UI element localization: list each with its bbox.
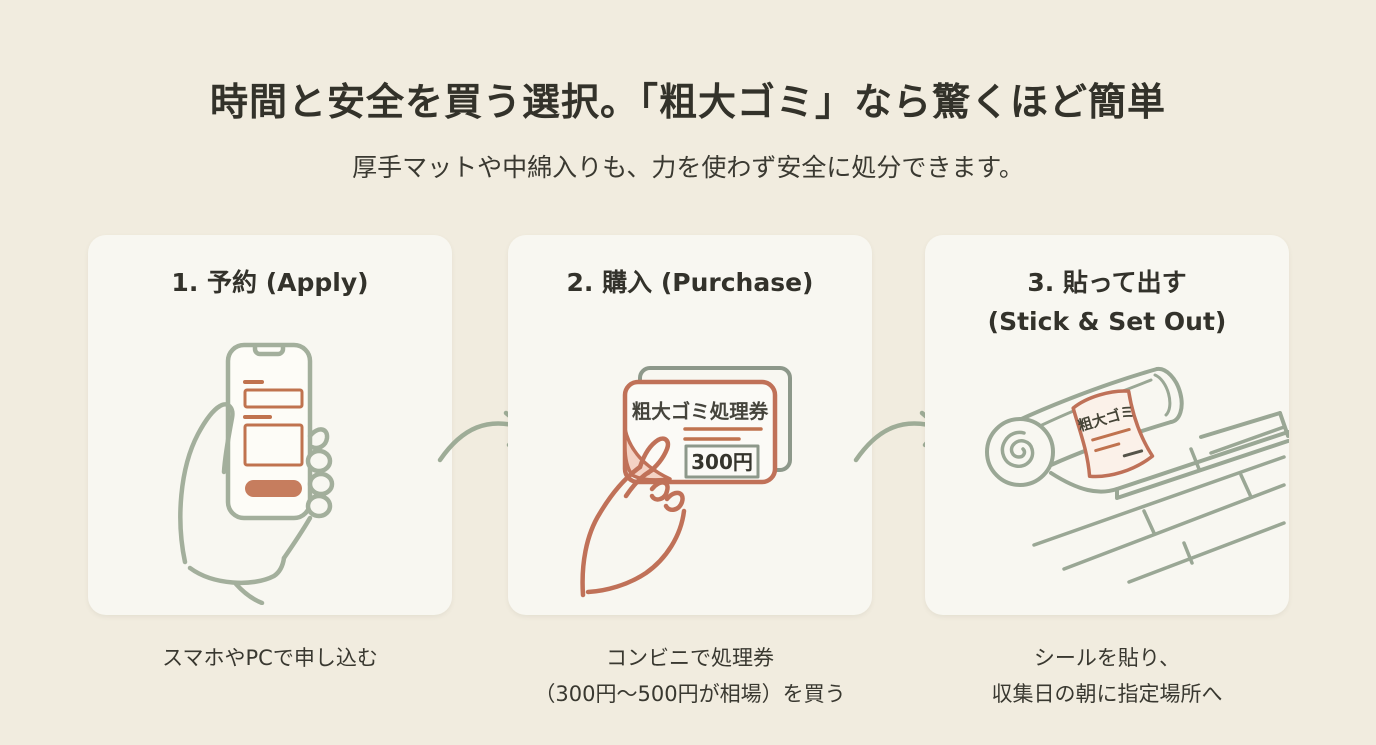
thumb-mask: [180, 404, 233, 566]
step-card-set-out: 3. 貼って出す (Stick & Set Out): [925, 235, 1289, 615]
ticket-label: 粗大ゴミ処理券: [632, 400, 769, 423]
step-3-caption: シールを貼り、 収集日の朝に指定場所へ: [991, 646, 1223, 706]
step-card-purchase: 2. 購入 (Purchase) 粗大ゴミ処理券 300円: [508, 235, 872, 615]
price-box: [684, 444, 760, 479]
hand-icon: [178, 402, 335, 605]
page-title: 時間と安全を買う選択。「粗大ゴミ」なら驚くほど簡単: [209, 80, 1166, 124]
step-card-apply: 1. 予約 (Apply): [88, 235, 452, 615]
step-3-title: 3. 貼って出す (Stick & Set Out): [987, 268, 1227, 336]
brick-ground-icon: [1032, 425, 1286, 584]
phone-screen-form: [243, 380, 304, 497]
rolled-mat-illustration: 粗大ゴミ: [985, 366, 1289, 584]
mat-tail: [1049, 411, 1289, 500]
page-subtitle: 厚手マットや中綿入りも、力を使わず安全に処分できます。: [352, 153, 1024, 182]
ticket-price: 300円: [691, 450, 753, 474]
disposal-ticket-icon: 粗大ゴミ処理券 300円: [622, 379, 778, 485]
sticker-icon: 粗大ゴミ: [1071, 389, 1155, 479]
hand-holding-smartphone-illustration: [178, 342, 335, 605]
step-2-title: 2. 購入 (Purchase): [566, 268, 814, 297]
step-1-title: 1. 予約 (Apply): [171, 268, 369, 297]
hand-icon: [580, 436, 687, 598]
step-2-caption: コンビニで処理券 （300円〜500円が相場）を買う: [534, 646, 846, 706]
step-1-caption: スマホやPCで申し込む: [162, 646, 378, 670]
hand-holding-ticket-illustration: 粗大ゴミ処理券 300円: [580, 366, 792, 598]
phone-submit-button: [245, 480, 302, 497]
